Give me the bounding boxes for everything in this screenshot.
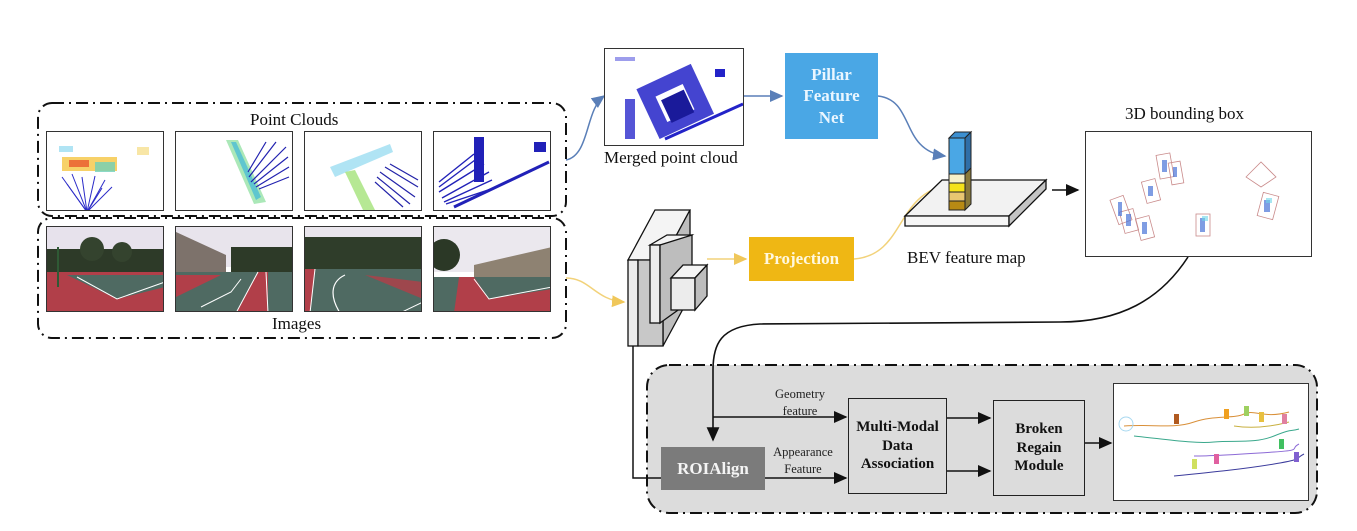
appearance-feature-label: Appearance Feature [773,445,833,476]
projection-block: Projection [749,237,854,281]
roialign-label: ROIAlign [677,458,749,478]
camera-image-2 [175,226,293,312]
point-cloud-view-1 [46,131,164,211]
bbox-caption: 3D bounding box [1125,104,1244,123]
bev-feature-map-caption: BEV feature map [907,248,1026,267]
camera-image-3 [304,226,422,312]
merged-point-cloud-image [604,48,744,146]
geometry-feature-label: Geometry feature [775,387,825,418]
pillar-column-icon [947,130,973,212]
bbox-visualization [1085,131,1312,257]
pillar-feature-net-label: Pillar Feature Net [803,65,860,127]
roialign-block: ROIAlign [661,447,765,490]
pillar-feature-net-block: Pillar Feature Net [785,53,878,139]
broken-regain-module-label: Broken Regain Module [1014,420,1064,475]
camera-image-1 [46,226,164,312]
multi-modal-data-association-block: Multi-Modal Data Association [848,398,947,494]
camera-image-4 [433,226,551,312]
trajectory-visualization [1113,383,1309,501]
arrow-pointclouds-to-merged [565,95,606,161]
point-clouds-label: Point Clouds [250,110,339,129]
point-cloud-view-4 [433,131,551,211]
merged-point-cloud-caption: Merged point cloud [604,148,738,167]
arrow-images-to-backbone [565,277,626,308]
images-label: Images [272,314,322,333]
point-cloud-view-3 [304,131,422,211]
projection-label: Projection [763,249,840,269]
images-group-border [37,217,567,339]
point-clouds-group-border [37,102,567,217]
broken-regain-module-block: Broken Regain Module [993,400,1085,496]
bev-feature-map-icon [903,178,1048,228]
cnn-backbone-icon [626,209,709,347]
multi-modal-data-association-label: Multi-Modal Data Association [856,418,939,473]
arrow-backbone-to-roialign [632,346,662,479]
arrow-pillar-to-bev [877,95,947,161]
point-cloud-view-2 [175,131,293,211]
arrow-bbox-to-roialign [706,256,1189,442]
